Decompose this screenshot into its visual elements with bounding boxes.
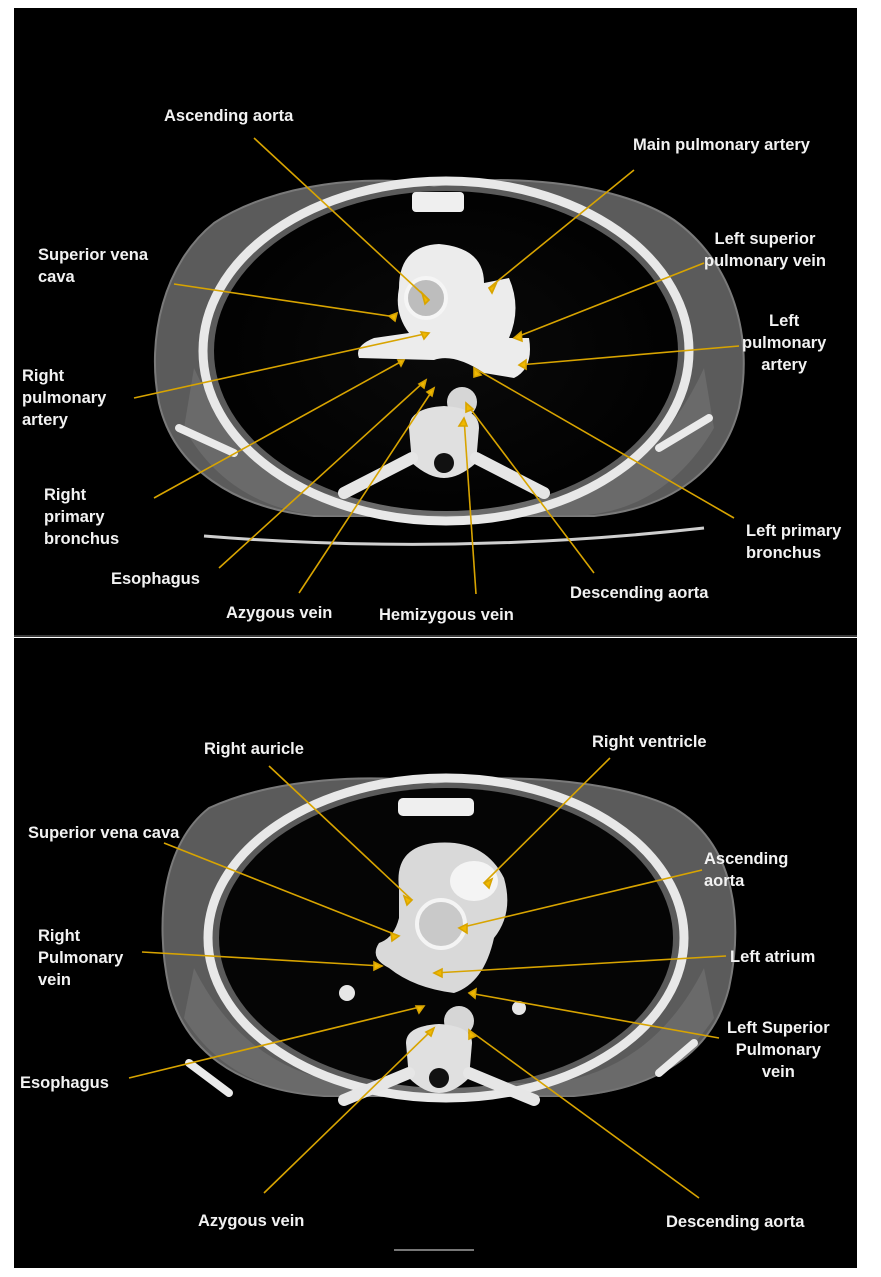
sternum	[398, 798, 474, 816]
label-esophagus: Esophagus	[20, 1074, 109, 1092]
left-scapula	[655, 414, 713, 452]
label-left-superior-pulmonary-vein: Left superior pulmonary vein	[704, 230, 826, 270]
label-ascending-aorta: Ascending aorta	[704, 850, 789, 890]
ct-scan-lower-level: Right auricle Right ventricle Superior v…	[14, 638, 857, 1268]
label-right-pulmonary-vein: Right Pulmonary vein	[38, 927, 124, 989]
ct-image-upper	[133, 137, 745, 595]
leader-lines	[133, 137, 740, 595]
label-left-primary-bronchus: Left primary bronchus	[746, 522, 842, 562]
ct-image-lower	[128, 757, 737, 1251]
right-scapula	[185, 1059, 233, 1097]
vertebra	[406, 1024, 472, 1093]
label-main-pulmonary-artery: Main pulmonary artery	[633, 136, 810, 154]
label-right-auricle: Right auricle	[204, 740, 304, 758]
label-descending-aorta: Descending aorta	[570, 584, 709, 602]
sternum	[412, 192, 464, 212]
right-ventricle-shape	[450, 861, 498, 901]
label-superior-vena-cava: Superior vena cava	[38, 246, 149, 286]
mediastinum	[358, 244, 530, 378]
label-left-atrium: Left atrium	[730, 948, 816, 966]
left-scapula	[655, 1039, 698, 1077]
ct-scan-upper-level: Ascending aorta Main pulmonary artery Su…	[14, 8, 857, 636]
label-azygous-vein: Azygous vein	[226, 604, 333, 622]
ascending-aorta-shape	[415, 898, 467, 950]
label-superior-vena-cava: Superior vena cava	[28, 824, 180, 842]
leader-lines	[128, 757, 727, 1199]
label-ascending-aorta: Ascending aorta	[164, 107, 294, 125]
rib-cage	[203, 773, 689, 1103]
label-descending-aorta: Descending aorta	[666, 1213, 805, 1231]
right-scapula	[175, 424, 238, 457]
label-esophagus: Esophagus	[111, 570, 200, 588]
label-right-pulmonary-artery: Right pulmonary artery	[22, 367, 107, 429]
panel-divider	[14, 635, 857, 637]
label-left-pulmonary-artery: Left pulmonary artery	[742, 312, 827, 374]
label-right-ventricle: Right ventricle	[592, 733, 707, 751]
label-right-primary-bronchus: Right primary bronchus	[44, 486, 120, 548]
label-azygous-vein: Azygous vein	[198, 1212, 305, 1230]
scanner-table	[203, 526, 705, 546]
label-hemizygous-vein: Hemizygous vein	[379, 606, 514, 624]
label-left-superior-pulmonary-vein: Left Superior Pulmonary vein	[727, 1019, 830, 1081]
